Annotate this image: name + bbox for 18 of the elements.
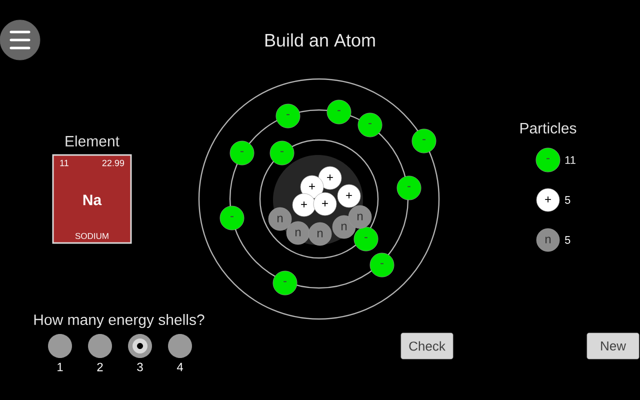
count-label: 5 [564, 196, 570, 204]
question-text: How many energy shells? [34, 314, 204, 328]
count-label: 11 [565, 156, 576, 164]
option-number: 3 [137, 362, 143, 372]
card-heading: Element [66, 136, 120, 146]
count-label: 5 [564, 236, 570, 244]
node-label: 11 [60, 160, 68, 166]
title: Build an Atom [265, 33, 375, 47]
node-label: 22.99 [102, 160, 124, 166]
check-button: Check [400, 332, 454, 360]
heading: Particles [520, 122, 576, 134]
element-card: 11 22.99 Na SODIUM [52, 154, 132, 244]
node-label: SODIUM [75, 233, 108, 240]
option-number: 2 [97, 362, 103, 372]
option-number: 1 [58, 362, 63, 372]
option-number: 4 [176, 362, 183, 372]
new-button: New [586, 332, 640, 360]
node-label: Na [83, 194, 102, 206]
